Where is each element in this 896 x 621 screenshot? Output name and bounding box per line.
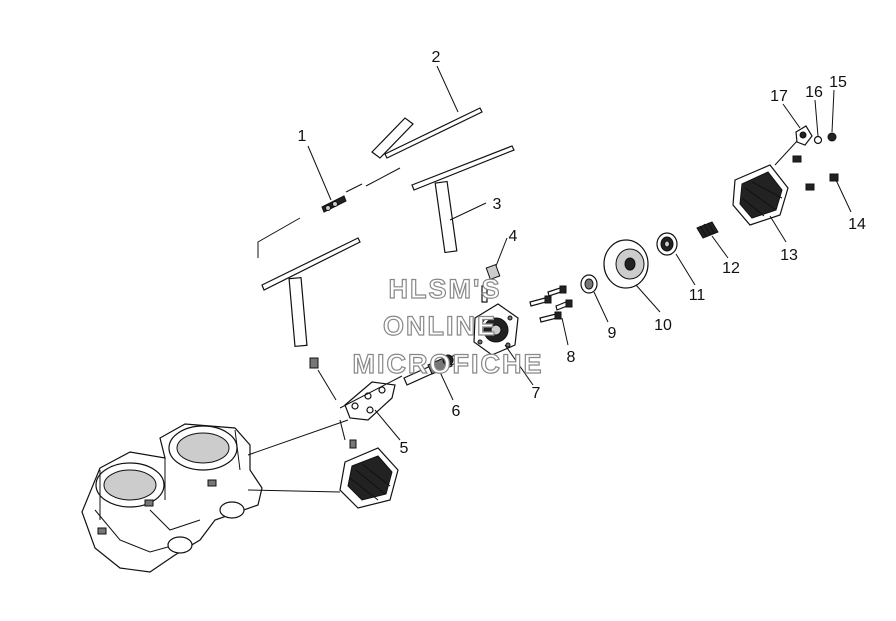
callout-labels: 1 2 3 4 5 6 7 8 9 10 11 12 13 14 15 16 1… (298, 49, 866, 457)
cylinder-block (81, 423, 263, 573)
reed-cover-left (339, 439, 399, 509)
clamp-part-17 (795, 125, 813, 146)
callout-15: 15 (829, 74, 847, 91)
callout-10: 10 (654, 317, 672, 334)
callout-5: 5 (400, 440, 409, 457)
washer-part-16 (813, 135, 823, 145)
watermark: HLSM'S ONLINE MICROFICHE (352, 273, 544, 379)
impeller-part-10 (603, 239, 649, 289)
callout-13: 13 (780, 247, 798, 264)
leader-lines (307, 65, 852, 441)
callout-11: 11 (689, 287, 706, 304)
callout-3: 3 (493, 196, 502, 213)
tube-left (261, 237, 361, 369)
callout-17: 17 (770, 88, 788, 105)
assembly-lines (247, 167, 403, 493)
tube-part-3 (434, 180, 458, 254)
washer-part-9 (580, 274, 598, 294)
hose-part-2 (371, 107, 515, 191)
callout-16: 16 (805, 84, 823, 101)
callout-1: 1 (298, 128, 307, 145)
callout-12: 12 (722, 260, 740, 277)
fitting-part-4 (485, 264, 501, 280)
callout-2: 2 (432, 49, 441, 66)
callout-14: 14 (848, 216, 866, 233)
watermark-line-1: HLSM'S (389, 274, 502, 304)
screw-part-15 (827, 132, 837, 142)
bearing-part-11 (656, 232, 678, 256)
watermark-line-3: MICROFICHE (353, 349, 544, 379)
callout-8: 8 (567, 349, 576, 366)
callout-7: 7 (532, 385, 541, 402)
bolts-part-14 (792, 155, 839, 191)
callout-9: 9 (608, 325, 617, 342)
pump-housing-part-7 (473, 285, 519, 356)
shaft-part-6 (403, 354, 459, 386)
callout-4: 4 (509, 228, 518, 245)
callout-6: 6 (452, 403, 461, 420)
watermark-line-2: ONLINE (383, 311, 497, 341)
spring-part-12 (696, 221, 719, 239)
fitting-part-1 (321, 195, 347, 213)
pump-cover-part-13 (732, 139, 799, 226)
bolts-part-8 (529, 285, 573, 323)
